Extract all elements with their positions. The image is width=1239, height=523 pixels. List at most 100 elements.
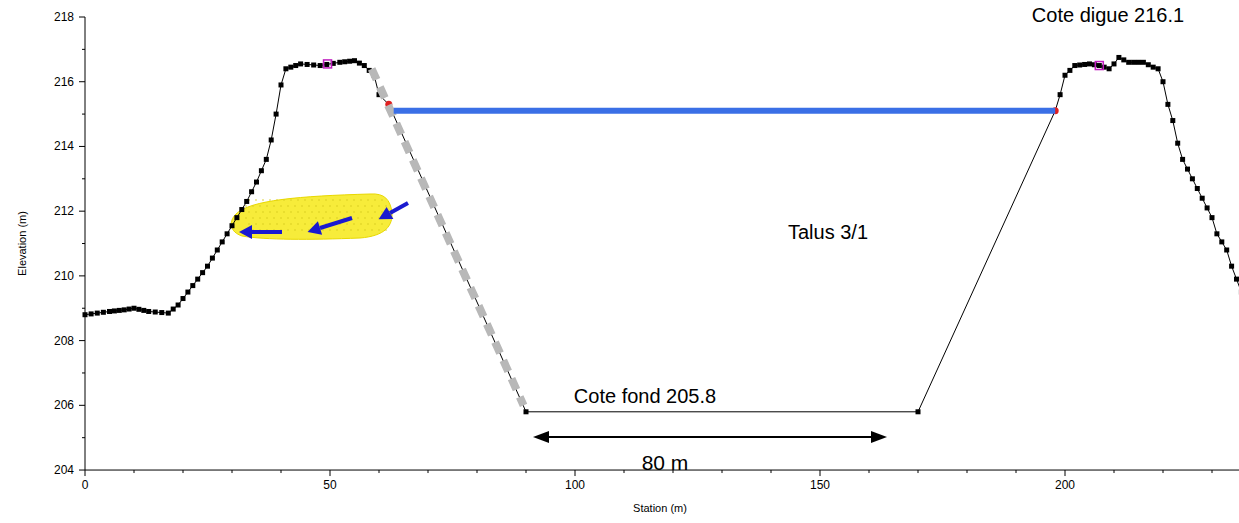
survey-point [1156, 66, 1161, 71]
texture-dot [248, 223, 250, 225]
survey-point [1151, 65, 1156, 70]
texture-dot [332, 199, 334, 201]
flow-arrow [320, 218, 352, 228]
texture-dot [343, 205, 345, 207]
texture-dot [329, 217, 331, 219]
survey-point [1126, 60, 1131, 65]
x-tick [330, 470, 331, 476]
texture-dot [332, 211, 334, 213]
survey-point [311, 63, 316, 68]
arrow-head [871, 431, 887, 443]
texture-dot [276, 223, 278, 225]
survey-point [916, 409, 921, 414]
texture-dot [367, 223, 369, 225]
texture-dot [374, 223, 376, 225]
texture-dot [322, 205, 324, 207]
width-dimension [533, 431, 887, 443]
survey-point [176, 303, 181, 308]
texture-dot [269, 199, 271, 201]
survey-point [1077, 63, 1082, 68]
texture-dot [304, 199, 306, 201]
survey-point [288, 65, 293, 70]
survey-point [1136, 60, 1141, 65]
y-tick [82, 178, 85, 179]
survey-point [249, 189, 254, 194]
survey-point [190, 283, 195, 288]
texture-dot [297, 199, 299, 201]
survey-point [159, 310, 164, 315]
texture-dot [308, 205, 310, 207]
texture-dot [252, 205, 254, 207]
texture-dot [381, 199, 383, 201]
x-tick [281, 470, 282, 473]
survey-point [1146, 62, 1151, 67]
y-tick [82, 437, 85, 438]
survey-point [1107, 66, 1112, 71]
texture-dot [315, 205, 317, 207]
texture-dot [266, 205, 268, 207]
texture-dot [301, 217, 303, 219]
texture-dot [336, 205, 338, 207]
texture-dot [346, 199, 348, 201]
survey-point [524, 409, 529, 414]
texture-dot [245, 205, 247, 207]
tick-label: 0 [82, 479, 89, 491]
survey-point [305, 62, 310, 67]
tick-label: 210 [54, 270, 74, 282]
texture-dot [385, 229, 387, 231]
texture-dot [287, 217, 289, 219]
flow-arrow [390, 203, 408, 213]
survey-point [1121, 57, 1126, 62]
tick-label: 50 [323, 479, 336, 491]
tick-label: 206 [54, 399, 74, 411]
x-tick [869, 470, 870, 473]
texture-dot [374, 211, 376, 213]
texture-dot [360, 199, 362, 201]
survey-point [1195, 186, 1200, 191]
texture-dot [283, 199, 285, 201]
x-tick [722, 470, 723, 473]
tick-label: 212 [54, 205, 74, 217]
y-tick [79, 81, 85, 82]
texture-dot [353, 223, 355, 225]
survey-point [269, 137, 274, 142]
survey-point [239, 207, 244, 212]
crest-marker [1095, 62, 1103, 70]
slope-annotation: Talus 3/1 [788, 222, 868, 242]
y-tick [79, 275, 85, 276]
survey-point [1190, 176, 1195, 181]
x-tick [771, 470, 772, 473]
texture-dot [374, 199, 376, 201]
x-tick [918, 470, 919, 473]
texture-dot [294, 217, 296, 219]
x-tick [1212, 470, 1213, 473]
x-tick [134, 470, 135, 473]
survey-point [1229, 264, 1234, 269]
tick-label: 214 [54, 140, 74, 152]
x-tick [820, 470, 821, 476]
texture-dot [357, 229, 359, 231]
texture-dot [311, 199, 313, 201]
texture-dot [294, 205, 296, 207]
flow-arrow [252, 230, 282, 234]
texture-dot [311, 223, 313, 225]
survey-point [347, 59, 352, 64]
y-tick [79, 340, 85, 341]
survey-point [1161, 79, 1166, 84]
texture-dot [266, 217, 268, 219]
survey-point [166, 311, 171, 316]
texture-dot [255, 199, 257, 201]
survey-point [264, 157, 269, 162]
survey-point [298, 61, 303, 66]
texture-dot [311, 211, 313, 213]
arrow-head [379, 207, 394, 219]
x-tick [183, 470, 184, 473]
y-tick [82, 372, 85, 373]
arrow-head [533, 431, 549, 443]
survey-point [220, 239, 225, 244]
texture-dot [262, 223, 264, 225]
texture-dot [255, 223, 257, 225]
survey-point [1200, 196, 1205, 201]
x-tick [1065, 470, 1066, 476]
survey-point [200, 270, 205, 275]
